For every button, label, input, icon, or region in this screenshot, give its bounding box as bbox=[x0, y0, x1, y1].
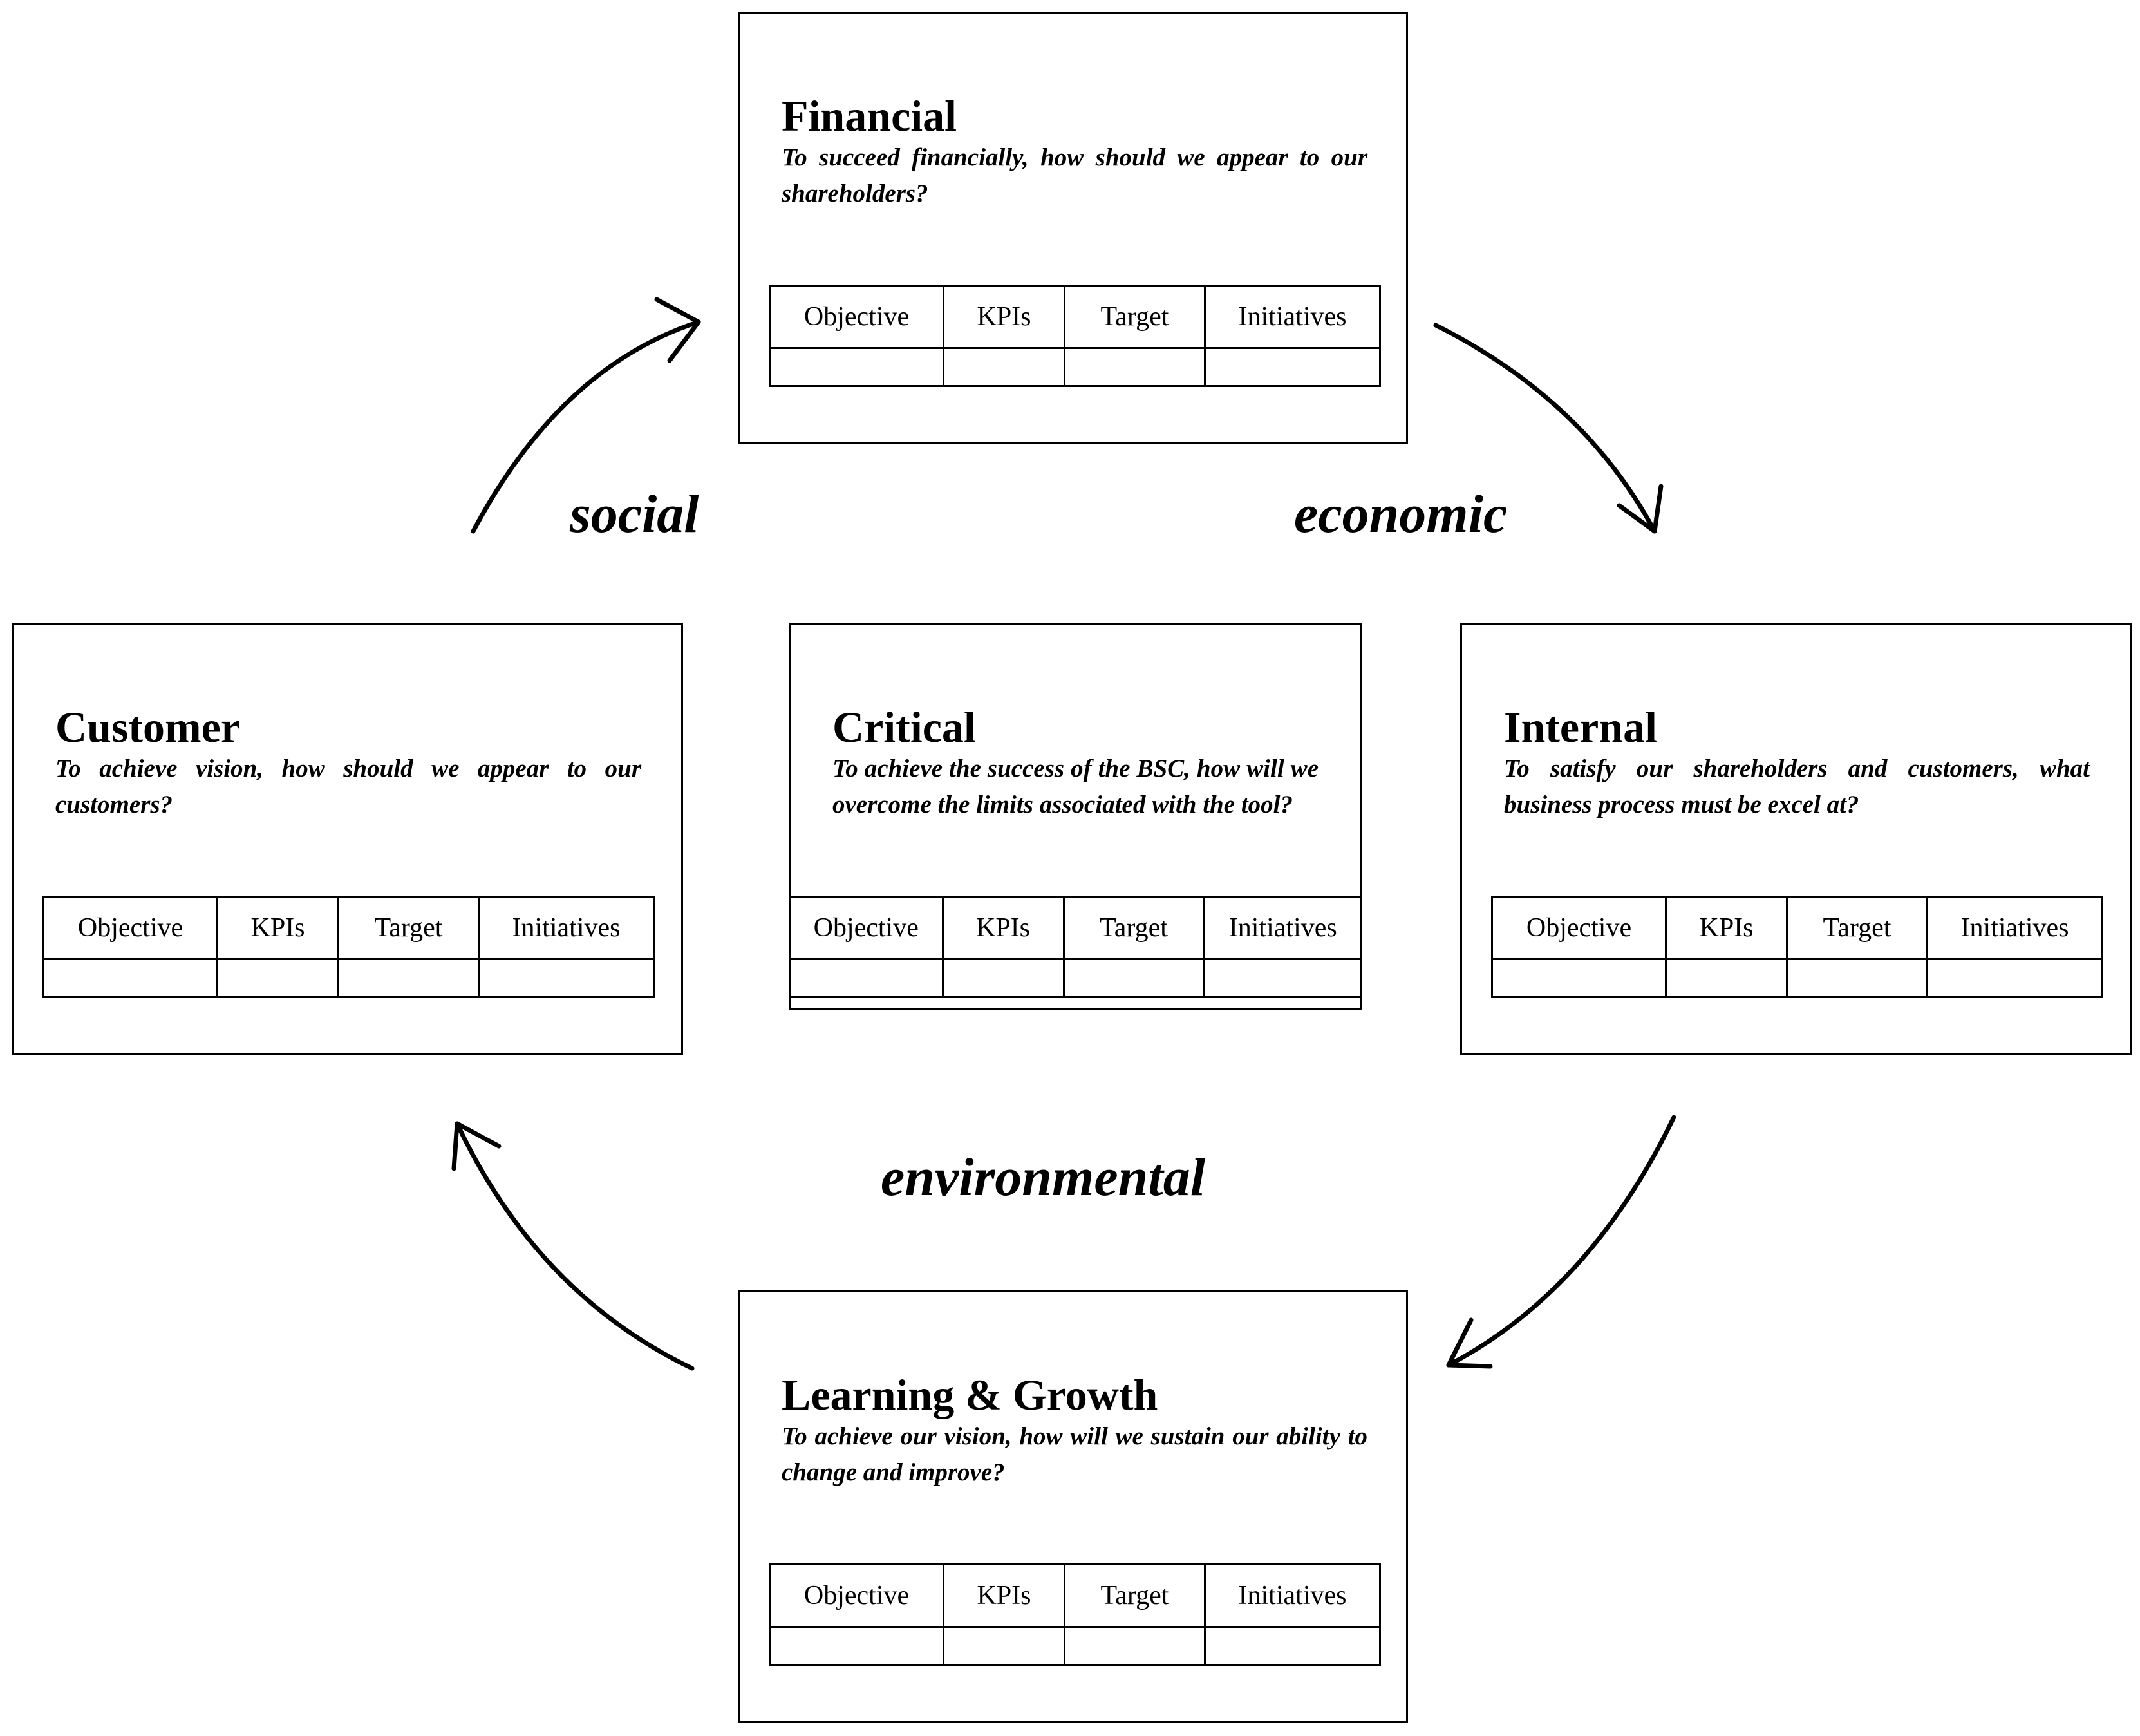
bsc-table: Objective KPIs Target Initiatives bbox=[769, 1563, 1381, 1666]
column-kpis: KPIs bbox=[216, 896, 339, 960]
table-empty-row bbox=[791, 958, 1361, 998]
bsc-table: Objective KPIs Target Initiatives bbox=[42, 896, 655, 998]
column-kpis: KPIs bbox=[941, 896, 1065, 960]
customer-perspective-box: Customer To achieve vision, how should w… bbox=[12, 623, 683, 1055]
table-header-row: Objective KPIs Target Initiatives bbox=[1491, 896, 2103, 960]
column-initiatives: Initiatives bbox=[1203, 896, 1361, 960]
column-target: Target bbox=[337, 896, 480, 960]
arrowhead-financial-to-internal bbox=[1617, 484, 1664, 534]
arrow-customer-to-financial bbox=[471, 319, 701, 534]
perspective-question: To achieve vision, how should we appear … bbox=[55, 755, 641, 818]
perspective-title: Internal bbox=[1504, 703, 1657, 751]
column-objective: Objective bbox=[769, 285, 944, 349]
perspective-title: Critical bbox=[832, 703, 976, 751]
arrow-financial-to-internal bbox=[1433, 323, 1657, 534]
arrow-internal-to-learning bbox=[1446, 1115, 1676, 1368]
table-header-row: Objective KPIs Target Initiatives bbox=[42, 896, 655, 960]
table-header-row: Objective KPIs Target Initiatives bbox=[769, 285, 1381, 349]
column-kpis: KPIs bbox=[943, 285, 1065, 349]
perspective-title: Learning & Growth bbox=[782, 1370, 1158, 1419]
critical-perspective-box: Critical To achieve the success of the B… bbox=[789, 623, 1362, 1010]
learning-growth-perspective-box: Learning & Growth To achieve our vision,… bbox=[738, 1290, 1408, 1723]
table-empty-row bbox=[1491, 958, 2103, 998]
column-objective: Objective bbox=[42, 896, 218, 960]
arrowhead-internal-to-learning bbox=[1446, 1317, 1493, 1369]
table-header-row: Objective KPIs Target Initiatives bbox=[791, 896, 1361, 960]
column-target: Target bbox=[1062, 896, 1205, 960]
pillar-label-environmental: environmental bbox=[881, 1147, 1206, 1207]
pillar-label-economic: economic bbox=[1294, 484, 1508, 544]
column-kpis: KPIs bbox=[1665, 896, 1788, 960]
table-empty-row bbox=[42, 958, 655, 998]
perspective-question: To achieve our vision, how will we susta… bbox=[782, 1422, 1367, 1486]
bsc-table: Objective KPIs Target Initiatives bbox=[769, 285, 1381, 387]
perspective-question: To succeed financially, how should we ap… bbox=[782, 144, 1367, 207]
bsc-table: Objective KPIs Target Initiatives bbox=[1491, 896, 2103, 998]
column-target: Target bbox=[1064, 285, 1206, 349]
column-target: Target bbox=[1786, 896, 1928, 960]
table-empty-row bbox=[769, 1626, 1381, 1666]
column-initiatives: Initiatives bbox=[1926, 896, 2103, 960]
perspective-title: Customer bbox=[55, 703, 241, 751]
bsc-table: Objective KPIs Target Initiatives bbox=[791, 896, 1361, 998]
column-objective: Objective bbox=[769, 1563, 944, 1628]
arrow-learning-to-customer bbox=[455, 1121, 695, 1371]
column-initiatives: Initiatives bbox=[1204, 1563, 1381, 1628]
perspective-title: Financial bbox=[782, 91, 957, 140]
perspective-question: To satisfy our shareholders and customer… bbox=[1504, 755, 2090, 818]
column-target: Target bbox=[1064, 1563, 1206, 1628]
column-initiatives: Initiatives bbox=[1204, 285, 1381, 349]
financial-perspective-box: Financial To succeed financially, how sh… bbox=[738, 12, 1408, 444]
pillar-label-social: social bbox=[570, 484, 699, 544]
column-objective: Objective bbox=[791, 896, 944, 960]
table-header-row: Objective KPIs Target Initiatives bbox=[769, 1563, 1381, 1628]
arrowhead-learning-to-customer bbox=[451, 1121, 502, 1171]
column-initiatives: Initiatives bbox=[478, 896, 655, 960]
column-objective: Objective bbox=[1491, 896, 1667, 960]
perspective-question: To achieve the success of the BSC, how w… bbox=[832, 755, 1319, 818]
column-kpis: KPIs bbox=[943, 1563, 1065, 1628]
internal-perspective-box: Internal To satisfy our shareholders and… bbox=[1460, 623, 2132, 1055]
table-empty-row bbox=[769, 347, 1381, 387]
arrowhead-customer-to-financial bbox=[654, 297, 701, 363]
